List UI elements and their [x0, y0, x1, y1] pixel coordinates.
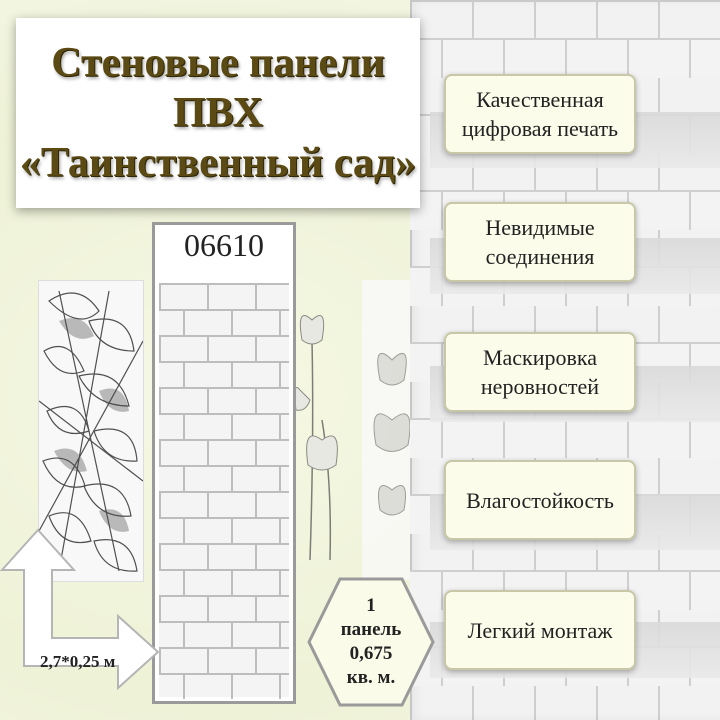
title-line-3: «Таинственный сад»	[19, 140, 417, 186]
hexagon-shape	[307, 577, 435, 707]
feature-text: Качественная	[476, 87, 604, 112]
lotus-panel-right	[362, 280, 410, 580]
hexagon-text: панель	[340, 619, 402, 640]
hexagon-text: 0,675	[349, 643, 393, 664]
feature-text: Невидимые	[485, 215, 595, 240]
lotus-flower-image	[373, 352, 410, 516]
leaf-pattern-image	[39, 290, 143, 572]
lotus-stem-image	[294, 315, 338, 561]
brick-pattern	[159, 283, 289, 699]
feature-text: соединения	[485, 244, 595, 269]
area-hexagon: 1 панель 0,675 кв. м.	[306, 576, 436, 708]
feature-box-digital-print: Качественная цифровая печать	[444, 74, 636, 154]
title-line-2: ПВХ	[173, 90, 263, 136]
hexagon-text: кв. м.	[346, 667, 396, 688]
feature-text: цифровая печать	[461, 116, 619, 141]
product-code: 06610	[184, 227, 264, 263]
feature-box-masking: Маскировка неровностей	[444, 332, 636, 412]
lotus-panel-middle	[292, 300, 352, 570]
feature-box-moisture: Влагостойкость	[444, 460, 636, 540]
size-label: 2,7*0,25 м	[40, 652, 116, 671]
feature-text: Влагостойкость	[466, 487, 614, 513]
product-panel: 06610	[152, 222, 296, 704]
feature-text: неровностей	[480, 374, 600, 399]
feature-box-installation: Легкий монтаж	[444, 590, 636, 670]
hexagon-text: 1	[366, 595, 376, 616]
feature-text: Легкий монтаж	[467, 617, 613, 643]
title-line-1: Стеновые панели	[51, 40, 385, 86]
dimension-arrow-icon	[0, 528, 160, 691]
leaf-pattern-panel	[38, 280, 144, 582]
feature-box-invisible-joints: Невидимые соединения	[444, 202, 636, 282]
feature-text: Маскировка	[482, 345, 598, 370]
title-box: Стеновые панели ПВХ «Таинственный сад»	[16, 18, 420, 208]
